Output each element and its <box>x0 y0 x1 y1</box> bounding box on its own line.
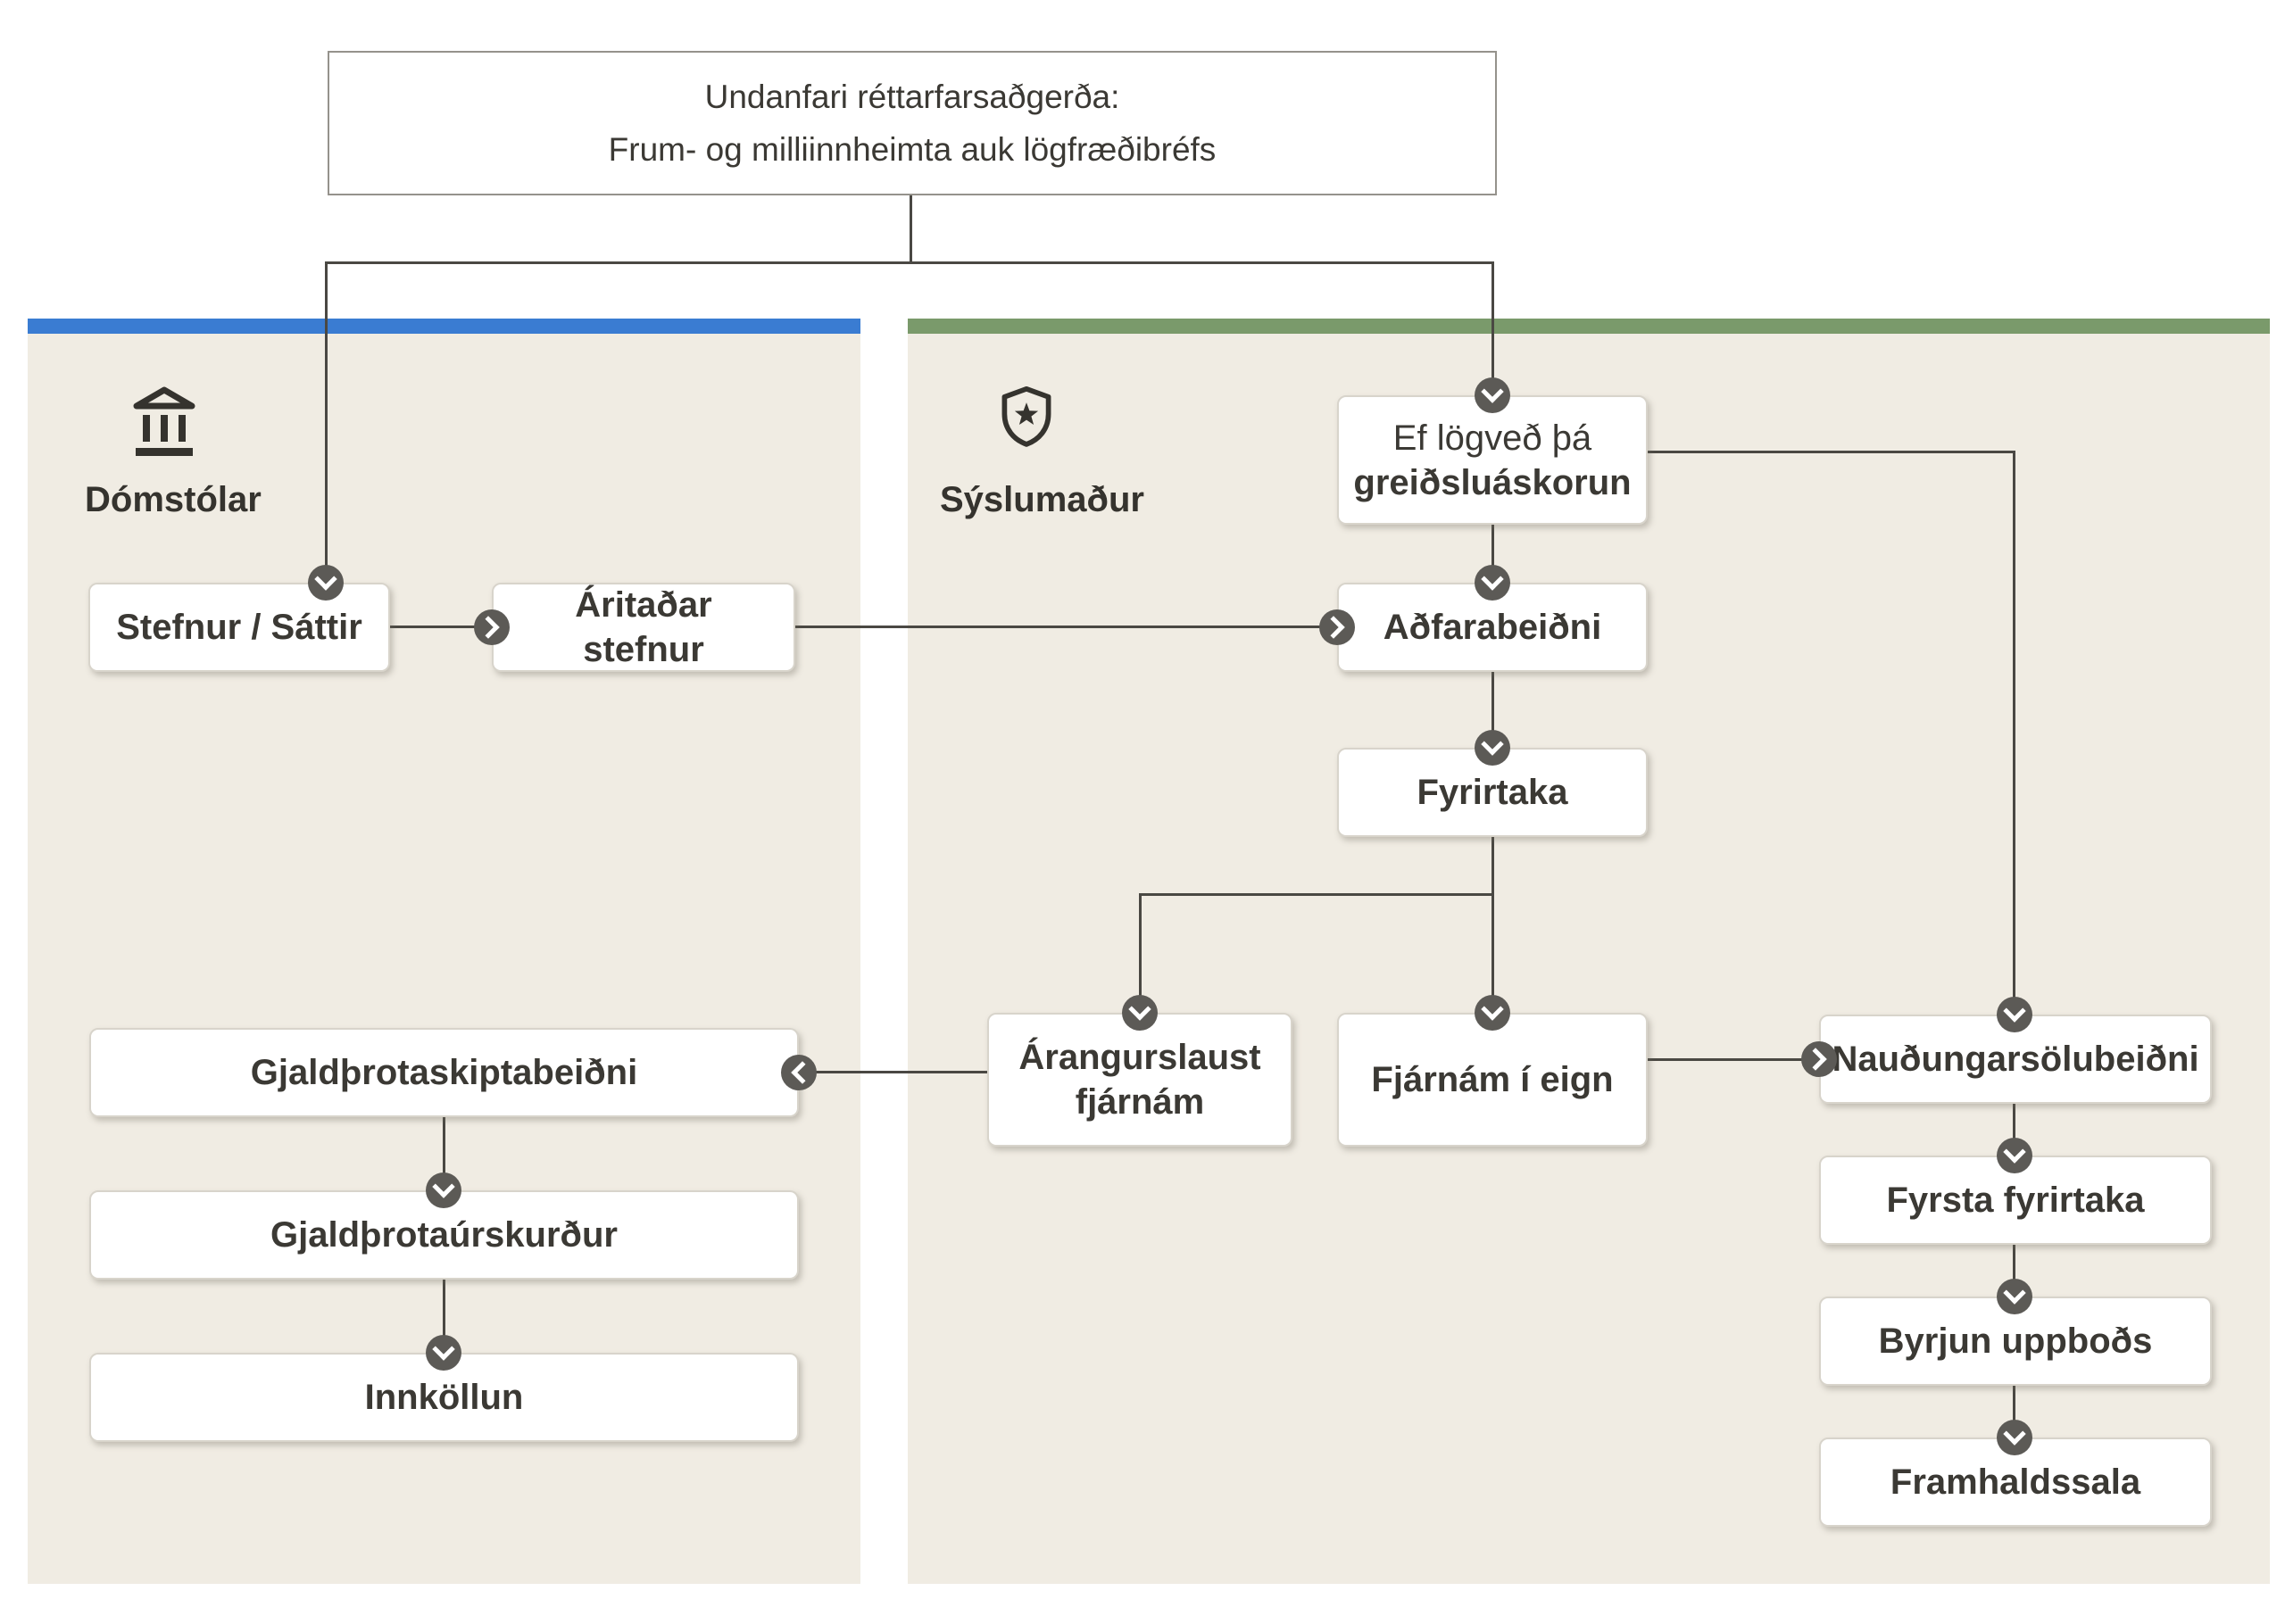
connector-line <box>910 192 912 264</box>
chevron-right-icon <box>474 609 510 645</box>
chevron-down-icon <box>1475 995 1510 1031</box>
node-gjaldthrotaskiptabeidni: Gjaldþrotaskiptabeiðni <box>89 1028 799 1117</box>
shield-star-icon <box>994 378 1059 460</box>
node-label: Gjaldþrotaskiptabeiðni <box>250 1053 638 1092</box>
node-label: Fyrsta fyrirtaka <box>1886 1181 2145 1220</box>
connector-line <box>1139 893 1494 896</box>
title-line: Undanfari réttarfarsaðgerða: <box>704 78 1120 115</box>
connector-line <box>2013 1245 2015 1297</box>
connector-line <box>1139 893 1142 1013</box>
connector-line <box>1648 451 2015 453</box>
chevron-down-icon <box>426 1335 461 1371</box>
connector-line <box>2013 1104 2015 1156</box>
connector-line <box>1491 672 1494 748</box>
chevron-right-icon <box>1801 1041 1837 1077</box>
sheriff-panel-label: Sýslumaður <box>940 480 1144 519</box>
connector-line <box>443 1117 445 1190</box>
chevron-down-icon <box>1997 997 2032 1032</box>
connector-line <box>1491 261 1494 395</box>
node-stefnur-sattir: Stefnur / Sáttir <box>88 583 390 672</box>
node-aritadar-stefnur: Áritaðar stefnur <box>492 583 795 672</box>
connector-line <box>443 1280 445 1353</box>
connector-line <box>325 261 328 583</box>
chevron-down-icon <box>1475 565 1510 601</box>
chevron-down-icon <box>1997 1138 2032 1173</box>
chevron-down-icon <box>1475 377 1510 413</box>
node-label: Aðfarabeiðni <box>1383 608 1602 647</box>
node-label: Áritaðar stefnur <box>575 585 712 669</box>
node-label: Ef lögveð þá <box>1392 418 1592 458</box>
node-naudungarsolubeidni: Nauðungarsölubeiðni <box>1819 1015 2212 1104</box>
chevron-down-icon <box>426 1172 461 1208</box>
chevron-right-icon <box>1319 609 1355 645</box>
node-label: Gjaldþrotaúrskurður <box>270 1215 618 1255</box>
connector-line <box>799 1071 987 1073</box>
connector-line <box>390 626 492 628</box>
title-line: Frum- og milliinnheimta auk lögfræðibréf… <box>608 131 1217 168</box>
connector-line <box>2013 451 2015 1015</box>
node-arangurslaust-fjarnam: Árangurslaust fjárnám <box>987 1013 1292 1147</box>
node-label: Fjárnám í eign <box>1371 1060 1614 1099</box>
connector-line <box>1491 525 1494 583</box>
node-label: Byrjun uppboðs <box>1878 1322 2153 1361</box>
chevron-down-icon <box>1475 730 1510 766</box>
chevron-down-icon <box>308 565 344 601</box>
node-ef-logved-greidsluaskorun: Ef lögveð þá greiðsluáskorun <box>1337 395 1648 525</box>
chevron-left-icon <box>781 1055 817 1090</box>
node-label: Innköllun <box>364 1378 524 1417</box>
connector-line <box>795 626 1337 628</box>
connector-line <box>2013 1386 2015 1438</box>
node-label: Framhaldssala <box>1890 1462 2141 1502</box>
node-adfarabeidni: Aðfarabeiðni <box>1337 583 1648 672</box>
title-box: Undanfari réttarfarsaðgerða: Frum- og mi… <box>328 51 1497 195</box>
courts-panel-label: Dómstólar <box>85 480 262 519</box>
chevron-down-icon <box>1997 1279 2032 1314</box>
chevron-down-icon <box>1122 995 1158 1031</box>
connector-line <box>1491 893 1494 1013</box>
node-label: Árangurslaust fjárnám <box>1018 1038 1261 1122</box>
node-fjarnam-i-eign: Fjárnám í eign <box>1337 1013 1648 1147</box>
node-label: greiðsluáskorun <box>1353 462 1632 502</box>
node-label: Stefnur / Sáttir <box>116 608 362 647</box>
connector-line <box>1491 837 1494 896</box>
connector-line <box>1648 1058 1819 1061</box>
node-label: Nauðungarsölubeiðni <box>1832 1040 2199 1079</box>
sheriff-accent-bar <box>908 319 2270 334</box>
courts-accent-bar <box>28 319 860 334</box>
connector-line <box>325 261 1494 264</box>
node-label: Fyrirtaka <box>1417 773 1568 812</box>
chevron-down-icon <box>1997 1420 2032 1455</box>
courthouse-icon <box>132 385 196 463</box>
